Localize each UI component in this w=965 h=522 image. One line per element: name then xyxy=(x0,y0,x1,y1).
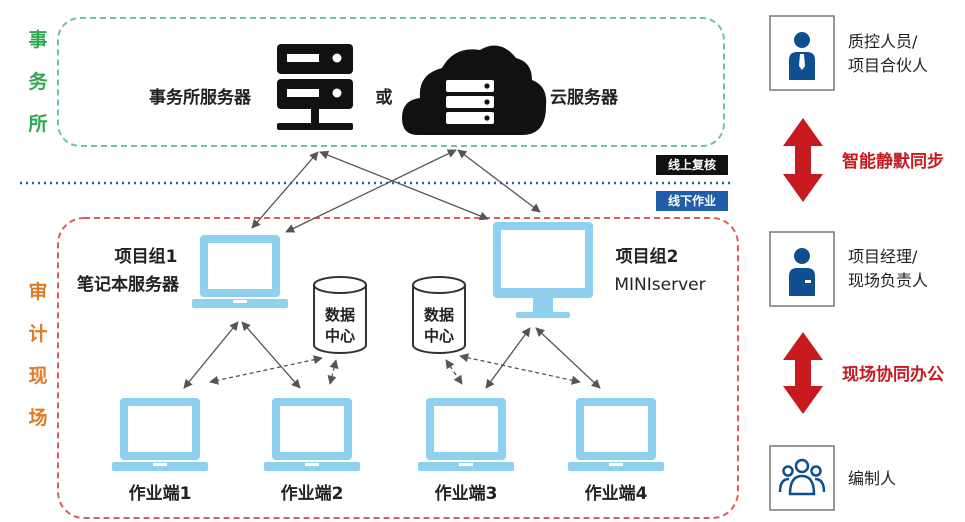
online-review-tag xyxy=(656,155,728,175)
project-group-1-name: 项目组1 xyxy=(115,246,178,267)
terminal-3-label: 作业端3 xyxy=(435,483,498,504)
terminal-1-label: 作业端1 xyxy=(129,483,192,504)
double-arrow-icon-1 xyxy=(783,118,823,202)
role-2-line2: 现场负责人 xyxy=(848,271,928,290)
audit-zone-label-4: 场 xyxy=(28,407,47,429)
arrow-mini-to-t4 xyxy=(535,327,601,389)
arrow-laptop-to-t2 xyxy=(241,321,301,389)
terminal-4-label: 作业端4 xyxy=(585,483,648,504)
arrow-laptop-to-t1 xyxy=(183,321,239,389)
terminal-4-laptop-icon xyxy=(568,398,664,471)
firm-zone-label-3: 所 xyxy=(28,113,47,135)
sync-label-1: 智能静默同步 xyxy=(842,151,944,172)
dash-db1-to-t2 xyxy=(327,359,339,385)
arrow-laptop-to-cloud xyxy=(285,149,457,233)
sync-label-2: 现场协同办公 xyxy=(842,364,944,385)
arrow-mini-to-firm xyxy=(319,150,489,221)
dash-db2-to-t3 xyxy=(445,359,463,385)
dash-db2-to-t4 xyxy=(459,353,581,385)
or-label: 或 xyxy=(376,87,393,108)
double-arrow-icon-2 xyxy=(783,332,823,414)
mini-server-monitor-icon xyxy=(493,222,593,318)
arrow-mini-to-cloud xyxy=(457,149,541,213)
person-tie-icon xyxy=(789,32,815,80)
data-center-2-line1: 数据 xyxy=(424,306,454,324)
person-badge-icon xyxy=(789,248,815,296)
data-center-dashed-arrows xyxy=(209,353,581,385)
terminal-3-laptop-icon xyxy=(418,398,514,471)
firm-server-label: 事务所服务器 xyxy=(149,87,252,108)
project-group-1-device: 笔记本服务器 xyxy=(77,274,180,295)
laptop-server-icon xyxy=(192,235,288,308)
terminal-2-label: 作业端2 xyxy=(281,483,344,504)
terminal-1-laptop-icon xyxy=(112,398,208,471)
role-1-line1: 质控人员/ xyxy=(848,32,918,51)
online-review-text: 线上复核 xyxy=(668,157,716,172)
cloud-server-label: 云服务器 xyxy=(550,87,619,108)
data-center-1-line2: 中心 xyxy=(325,327,355,345)
data-center-2-line2: 中心 xyxy=(424,327,454,345)
role-3-card xyxy=(769,445,835,511)
database-icon-1 xyxy=(313,276,367,354)
cloud-server-icon xyxy=(402,45,547,135)
arrow-laptop-to-firm xyxy=(251,151,319,229)
offline-work-text: 线下作业 xyxy=(668,193,716,208)
database-icon-2 xyxy=(412,276,466,354)
server-rack-icon xyxy=(277,44,353,130)
firm-zone-label-2: 务 xyxy=(28,70,48,93)
audit-zone-label-1: 审 xyxy=(28,280,47,303)
project-group-2-name: 项目组2 xyxy=(616,246,679,267)
offline-work-tag xyxy=(656,191,728,211)
role-3-label: 编制人 xyxy=(848,469,896,488)
audit-zone-label-2: 计 xyxy=(28,323,47,345)
audit-zone-label-3: 现 xyxy=(28,365,47,387)
dash-db1-to-t1 xyxy=(209,355,323,385)
team-group-icon xyxy=(778,458,826,496)
role-1-line2: 项目合伙人 xyxy=(848,56,928,75)
arrow-mini-to-t3 xyxy=(485,327,531,389)
role-2-line1: 项目经理/ xyxy=(848,247,918,266)
terminal-2-laptop-icon xyxy=(264,398,360,471)
data-center-1-line1: 数据 xyxy=(325,306,355,324)
firm-zone-border xyxy=(57,17,725,147)
firm-zone-label-1: 事 xyxy=(28,28,47,51)
project-group-2-device: MINIserver xyxy=(614,275,705,295)
